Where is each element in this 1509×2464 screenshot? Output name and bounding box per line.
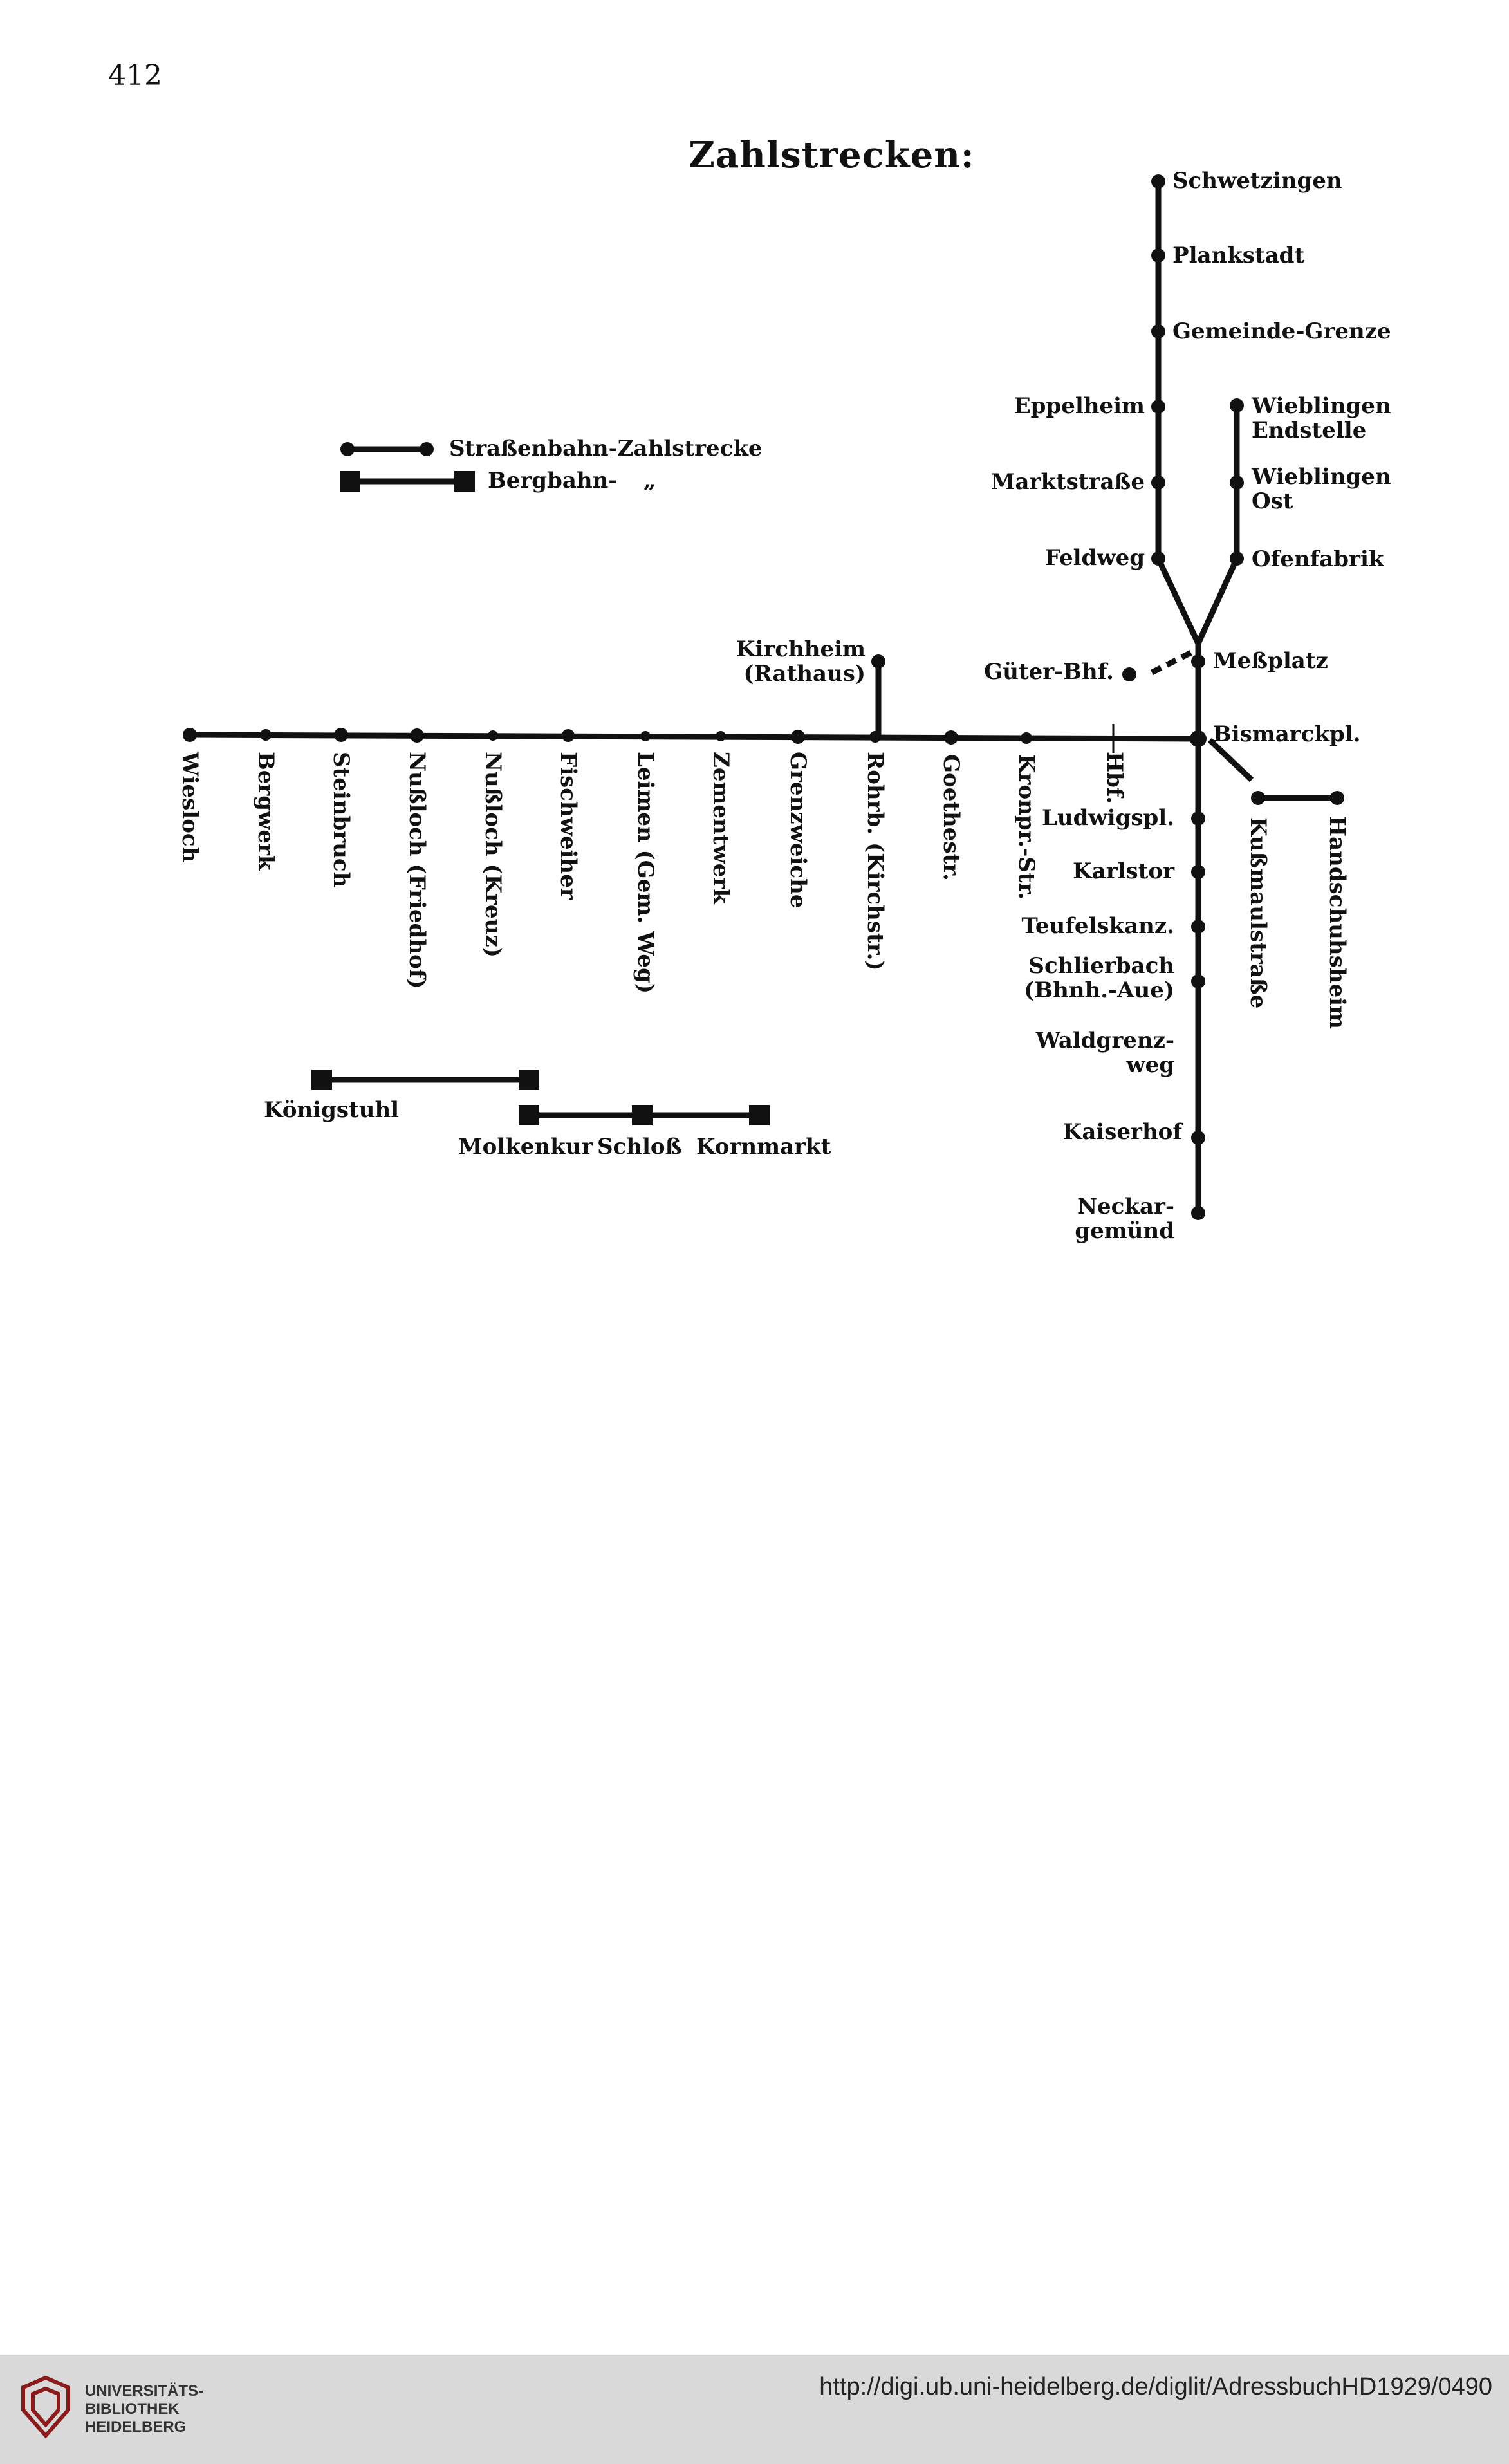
- label-wiesloch: Wiesloch: [177, 752, 203, 863]
- label-kornmarkt: Kornmarkt: [696, 1134, 831, 1160]
- stop-handschuhsheim: [1330, 791, 1344, 805]
- stop-grenzweiche: [791, 730, 805, 744]
- label-bergwerk: Bergwerk: [253, 752, 279, 871]
- stop-eppelheim: [1151, 400, 1165, 414]
- stop-messplatz: [1191, 654, 1205, 669]
- page-title: Zahlstrecken:: [689, 134, 975, 176]
- stop-nussloch-kreuz: [488, 730, 498, 741]
- label-nussloch-kreuz: Nußloch (Kreuz): [480, 752, 506, 958]
- stop-goethestr: [944, 730, 958, 745]
- stop-schwetzingen: [1151, 174, 1165, 189]
- legend-tram-stop: [340, 442, 355, 456]
- label-kronprinzenstr: Kronpr.-Str.: [1014, 754, 1039, 900]
- stop-nussloch-friedhof: [410, 728, 424, 743]
- stop-rohrbach: [869, 731, 881, 743]
- stop-koenigstuhl: [311, 1070, 332, 1090]
- legend-tram-label: Straßenbahn-Zahlstrecke: [449, 436, 763, 461]
- label-wieblingen-ost: Wieblingen Ost: [1252, 464, 1391, 514]
- label-molkenkur: Molkenkur: [458, 1134, 593, 1160]
- legend-tram-stop: [420, 442, 434, 456]
- label-fischweiher: Fischweiher: [555, 752, 581, 900]
- label-eppelheim: Eppelheim: [1014, 393, 1145, 419]
- label-neckargemuend: Neckar- gemünd: [1075, 1194, 1174, 1244]
- stop-marktstrasse: [1151, 476, 1165, 490]
- label-schlierbach: Schlierbach (Bhnh.-Aue): [1024, 953, 1174, 1003]
- stop-wiesloch: [183, 728, 197, 742]
- page-number: 412: [108, 59, 162, 92]
- legend-mountain-stop: [340, 471, 360, 492]
- stop-ofenfabrik: [1230, 551, 1244, 566]
- track-gueter-bhf: [1150, 648, 1196, 676]
- stop-schloss: [632, 1105, 653, 1125]
- stop-ludwigspl: [1191, 811, 1205, 826]
- label-rohrbach: Rohrb. (Kirchstr.): [862, 752, 888, 971]
- label-hbf: Hbf.: [1102, 752, 1127, 804]
- legend-mountain-stop: [454, 471, 475, 492]
- label-plankstadt: Plankstadt: [1172, 243, 1305, 268]
- track-feldweg-messplatz: [1155, 557, 1201, 645]
- footer-bar: UNIVERSITÄTS- BIBLIOTHEK HEIDELBERG http…: [0, 2355, 1509, 2464]
- label-wieblingen-endstelle: Wieblingen Endstelle: [1252, 393, 1391, 443]
- label-kussmaulstrasse: Kußmaulstraße: [1245, 817, 1271, 1009]
- label-koenigstuhl: Königstuhl: [264, 1097, 400, 1123]
- legend-mountain-ditto: „: [643, 468, 656, 494]
- stop-steinbruch: [334, 728, 348, 742]
- stop-bismarckpl: [1190, 730, 1207, 747]
- label-gueter-bhf: Güter-Bhf.: [984, 659, 1114, 685]
- label-leimen: Leimen (Gem. Weg): [633, 752, 658, 994]
- label-nussloch-friedhof: Nußloch (Friedhof): [404, 752, 430, 989]
- stop-neckargemuend: [1191, 1206, 1205, 1220]
- stop-teufelskanzel: [1191, 920, 1205, 934]
- stop-feldweg: [1151, 551, 1165, 566]
- label-goethestr: Goethestr.: [938, 754, 964, 881]
- label-messplatz: Meßplatz: [1213, 648, 1328, 674]
- label-waldgrenzweg: Waldgrenz- weg: [1035, 1028, 1174, 1078]
- stop-molkenkur-upper: [519, 1070, 539, 1090]
- stop-gueter-bhf: [1122, 667, 1136, 681]
- track-ofenfabrik-messplatz: [1195, 557, 1240, 645]
- label-feldweg: Feldweg: [1044, 545, 1145, 571]
- label-kaiserhof: Kaiserhof: [1062, 1119, 1182, 1145]
- label-teufelskanzel: Teufelskanz.: [1021, 913, 1174, 939]
- label-schwetzingen: Schwetzingen: [1172, 168, 1342, 194]
- label-schloss: Schloß: [597, 1134, 682, 1160]
- label-ludwigspl: Ludwigspl.: [1041, 805, 1174, 831]
- source-url[interactable]: http://digi.ub.uni-heidelberg.de/diglit/…: [819, 2373, 1492, 2400]
- stop-schlierbach: [1191, 974, 1205, 988]
- label-karlstor: Karlstor: [1073, 858, 1174, 884]
- stop-wieblingen-ost: [1230, 476, 1244, 490]
- label-grenzweiche: Grenzweiche: [785, 752, 811, 909]
- stop-gemeinde-grenze: [1151, 324, 1165, 338]
- label-kirchheim: Kirchheim (Rathaus): [736, 636, 866, 687]
- stop-kirchheim: [871, 654, 885, 669]
- label-handschuhsheim: Handschuhsheim: [1324, 816, 1350, 1030]
- library-name: UNIVERSITÄTS- BIBLIOTHEK HEIDELBERG: [85, 2382, 204, 2436]
- label-steinbruch: Steinbruch: [328, 752, 354, 888]
- stop-karlstor: [1191, 865, 1205, 879]
- stop-bergwerk: [260, 729, 272, 741]
- label-bismarckpl: Bismarckpl.: [1213, 721, 1361, 747]
- label-ofenfabrik: Ofenfabrik: [1252, 546, 1384, 572]
- stop-zementwerk: [716, 731, 726, 741]
- library-logo: [21, 2375, 70, 2439]
- legend-mountain-label: Bergbahn-: [488, 468, 618, 494]
- stop-molkenkur: [519, 1105, 539, 1125]
- east-branch-diagonal: [1207, 737, 1254, 783]
- stop-plankstadt: [1151, 248, 1165, 263]
- label-gemeinde-grenze: Gemeinde-Grenze: [1172, 319, 1391, 344]
- stop-kronprinzenstr: [1021, 732, 1032, 744]
- stop-kussmaulstrasse: [1251, 791, 1265, 805]
- stop-kaiserhof: [1191, 1131, 1205, 1145]
- label-zementwerk: Zementwerk: [708, 752, 734, 904]
- stop-leimen: [640, 731, 651, 741]
- label-marktstrasse: Marktstraße: [990, 469, 1145, 495]
- stop-wieblingen-endstelle: [1230, 398, 1244, 412]
- stop-kornmarkt: [749, 1105, 770, 1125]
- stop-fischweiher: [562, 729, 575, 742]
